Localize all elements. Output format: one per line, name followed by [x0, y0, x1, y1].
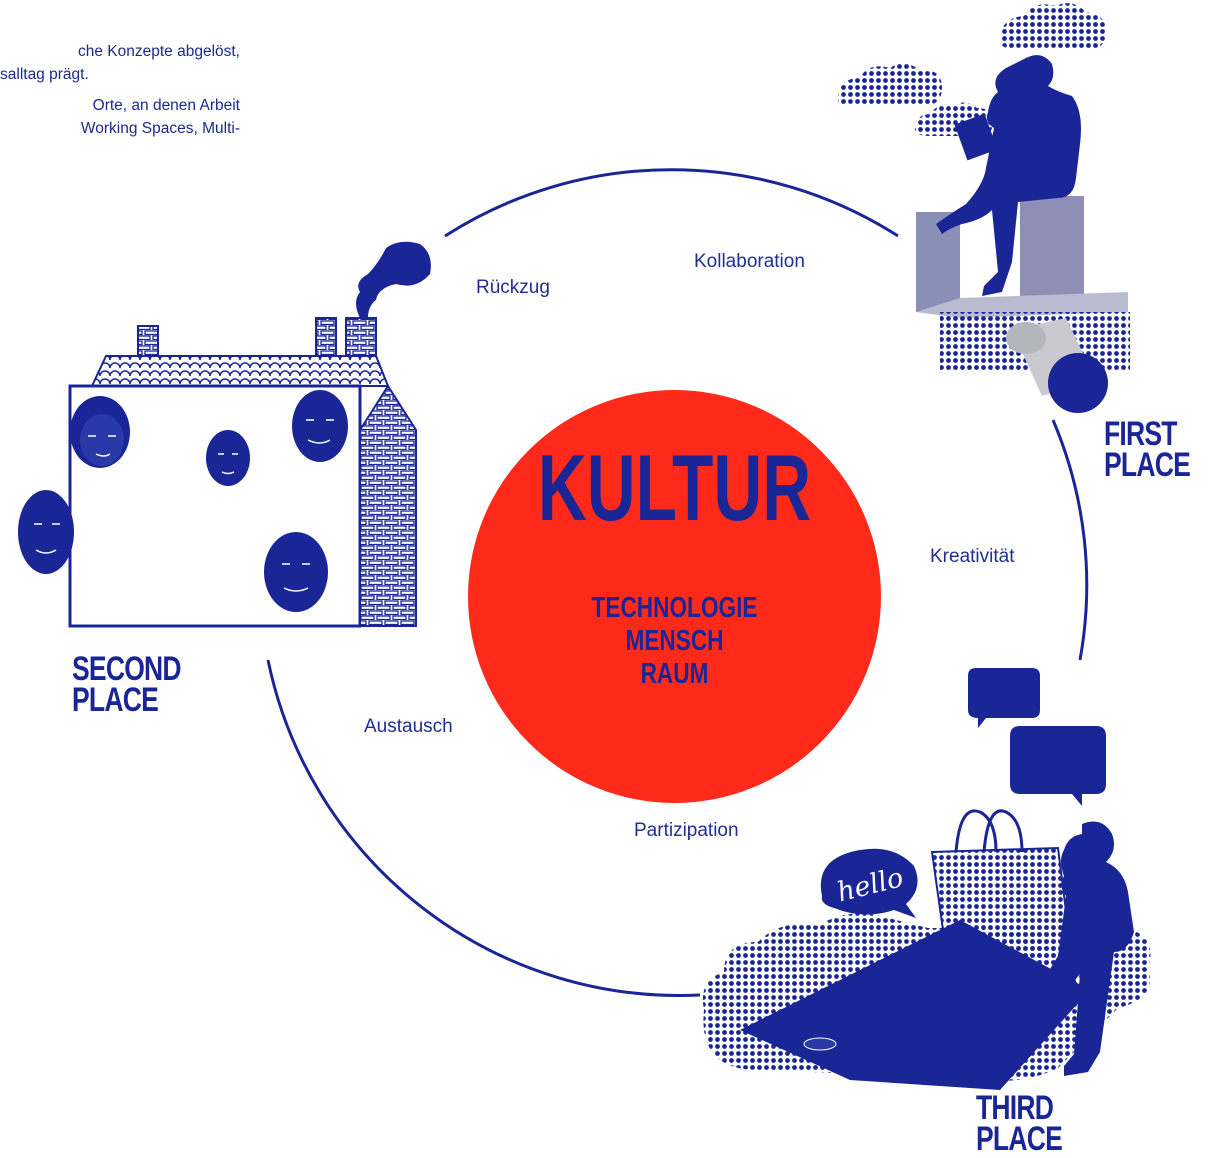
block-right: [1020, 196, 1084, 298]
third-place-line-1: THIRD: [976, 1089, 1054, 1127]
first-place-illustration: [838, 3, 1130, 413]
chimney-mid: [315, 317, 337, 357]
label-partizipation: Partizipation: [634, 820, 739, 841]
label-kreativitaet: Kreativität: [930, 546, 1015, 567]
arc-top: [444, 168, 899, 238]
chat-bubble-2: [1010, 726, 1106, 806]
smoke: [356, 241, 431, 318]
person-third: [1032, 821, 1134, 1076]
first-place-line-1: FIRST: [1104, 415, 1177, 453]
chat-bubble-1: [968, 668, 1040, 728]
kultur-sub-raum: RAUM: [640, 658, 709, 690]
first-place-label: FIRST PLACE: [1104, 415, 1191, 484]
second-place-line-1: SECOND: [72, 650, 182, 688]
label-kollaboration: Kollaboration: [694, 251, 805, 272]
hello-bubble: hello: [820, 848, 918, 918]
third-place-line-2: PLACE: [976, 1120, 1063, 1158]
house-side: [359, 384, 417, 627]
second-place-label: SECOND PLACE: [72, 650, 182, 719]
face-1: [70, 396, 130, 468]
intro-line-1: che Konzepte abgelöst,: [77, 43, 240, 60]
second-place-line-2: PLACE: [72, 681, 159, 719]
arc-right: [1051, 419, 1089, 661]
chimney-right: [345, 317, 377, 357]
laptop: [954, 113, 998, 161]
cloud-1: [838, 63, 942, 106]
platform: [916, 292, 1128, 318]
kultur-subtitle: TECHNOLOGIE MENSCH RAUM: [513, 592, 835, 691]
person-first: [936, 55, 1081, 296]
shopping-bag: [930, 846, 1078, 996]
intro-line-3: Orte, an denen Arbeit: [92, 97, 240, 114]
third-place-illustration: hello: [702, 668, 1151, 1090]
roof: [90, 355, 390, 387]
cloud-3: [1000, 3, 1106, 51]
intro-text: che Konzepte abgelöst, salltag prägt. Or…: [0, 40, 240, 140]
label-austausch: Austausch: [364, 716, 453, 737]
face-2: [206, 430, 250, 486]
face-5: [264, 532, 328, 612]
block-left: [916, 212, 960, 312]
kultur-sub-technologie: TECHNOLOGIE: [591, 592, 758, 624]
bag-handle: [954, 809, 1024, 853]
phone-button: [803, 1037, 837, 1051]
chimney-left: [137, 325, 159, 357]
face-3: [292, 390, 348, 462]
arc-left-bottom: [266, 659, 701, 997]
second-place-illustration: [18, 241, 431, 628]
kultur-circle: KULTUR TECHNOLOGIE MENSCH RAUM: [468, 390, 881, 803]
intro-line-2: salltag prägt.: [0, 66, 89, 83]
kultur-sub-mensch: MENSCH: [625, 625, 724, 657]
kultur-title: KULTUR: [537, 435, 812, 540]
third-place-label: THIRD PLACE: [976, 1089, 1063, 1158]
intro-line-4: Working Spaces, Multi-: [80, 120, 240, 137]
first-place-line-2: PLACE: [1104, 446, 1191, 484]
face-4: [18, 490, 74, 574]
grey-cylinder: [1006, 318, 1108, 413]
label-rueckzug: Rückzug: [476, 277, 550, 298]
